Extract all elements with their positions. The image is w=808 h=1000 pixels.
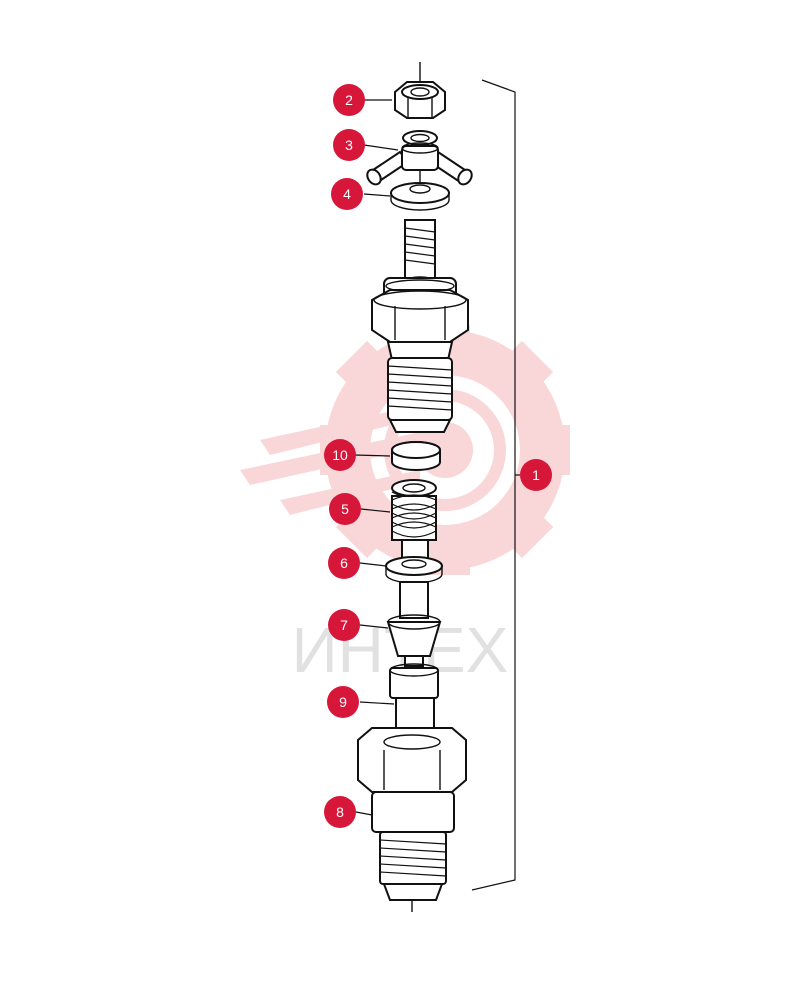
callout-9: 9: [327, 686, 359, 718]
callout-10: 10: [324, 439, 356, 471]
callout-7: 7: [328, 609, 360, 641]
callout-label: 3: [345, 137, 353, 153]
callout-label: 7: [340, 617, 348, 633]
part-spring-5: [391, 479, 437, 541]
callout-label: 2: [345, 92, 353, 108]
callout-1: 1: [520, 459, 552, 491]
callout-badge: [329, 493, 361, 525]
part-banjo-fitting: [366, 130, 473, 186]
part-nut: [394, 62, 446, 119]
callout-label: 4: [343, 186, 351, 202]
callout-badge: [333, 129, 365, 161]
part-washer-4: [390, 170, 450, 211]
part-washer-6: [385, 539, 443, 584]
callout-badge: [328, 609, 360, 641]
callout-badge: [333, 84, 365, 116]
callout-label: 10: [332, 447, 348, 463]
callout-label: 9: [339, 694, 347, 710]
assembly-bracket: [471, 79, 516, 891]
callout-4: 4: [331, 178, 363, 210]
callout-label: 8: [336, 804, 344, 820]
callout-6: 6: [328, 547, 360, 579]
callout-label: 1: [532, 467, 540, 483]
callouts: 2 3 4 10 5 6 7 9 8 1: [324, 84, 552, 828]
leader-lines: [353, 99, 399, 816]
callout-8: 8: [324, 796, 356, 828]
callout-3: 3: [333, 129, 365, 161]
callout-2: 2: [333, 84, 365, 116]
part-disc-10: [391, 441, 441, 471]
callout-badge: [327, 686, 359, 718]
part-lower-body-8: [357, 727, 467, 912]
callout-label: 5: [341, 501, 349, 517]
callout-label: 6: [340, 555, 348, 571]
part-upper-body: [371, 219, 469, 433]
callout-badge: [324, 796, 356, 828]
callout-badge: [328, 547, 360, 579]
callout-badge: [324, 439, 356, 471]
callout-5: 5: [329, 493, 361, 525]
part-valve-7: [386, 581, 442, 667]
callout-badge: [520, 459, 552, 491]
callout-badge: [331, 178, 363, 210]
